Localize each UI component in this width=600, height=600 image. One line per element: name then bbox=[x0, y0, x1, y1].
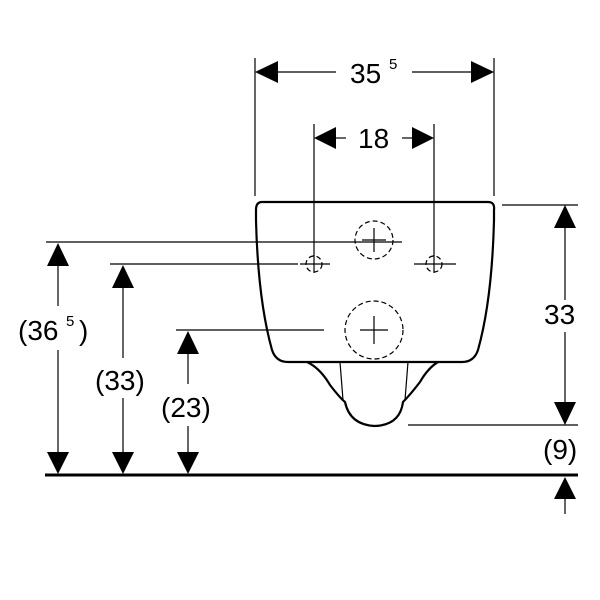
toilet-outline bbox=[254, 200, 496, 428]
waste-height-dimension: (23) bbox=[161, 329, 324, 474]
bowl-height-dimension: 33 bbox=[408, 204, 578, 426]
fixing-spacing-label: 18 bbox=[358, 123, 389, 154]
floor-clearance-dimension: (9) bbox=[543, 434, 577, 514]
top-fixing-height-superscript: 5 bbox=[66, 313, 74, 330]
bowl-height-label: 33 bbox=[544, 299, 575, 330]
waste-height-label: (23) bbox=[161, 392, 211, 423]
fixing-height-label: (33) bbox=[95, 365, 145, 396]
fixing-height-dimension: (33) bbox=[95, 263, 298, 474]
top-fixing-height-dimension: (36 5 ) bbox=[18, 241, 402, 474]
overall-width-label: 35 bbox=[350, 58, 381, 89]
water-inlet-hole-icon bbox=[354, 220, 394, 260]
waste-outlet-hole-icon bbox=[344, 300, 404, 360]
overall-width-superscript: 5 bbox=[389, 56, 397, 73]
overall-width-dimension: 35 5 bbox=[254, 56, 495, 196]
top-fixing-height-label-open: (36 bbox=[18, 315, 58, 346]
floor-clearance-label: (9) bbox=[543, 434, 577, 465]
fixing-spacing-dimension: 18 bbox=[313, 123, 435, 256]
fixing-holes bbox=[300, 220, 456, 360]
top-fixing-height-label-close: ) bbox=[79, 315, 88, 346]
